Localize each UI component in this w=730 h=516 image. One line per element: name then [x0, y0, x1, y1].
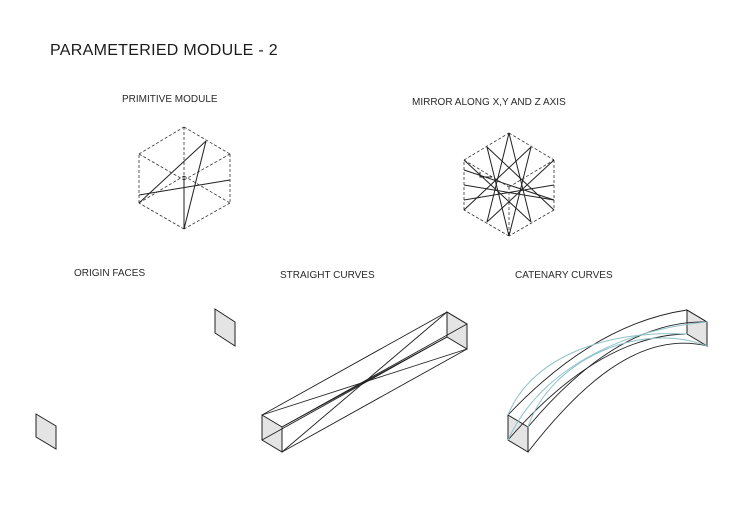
label-primitive-module: PRIMITIVE MODULE	[122, 94, 218, 105]
mirrored-module-cube	[463, 132, 555, 237]
mirrored-cube-diagonals	[463, 132, 555, 237]
label-mirror-axis: MIRROR ALONG X,Y AND Z AXIS	[412, 97, 566, 108]
straight-end-face-left	[261, 414, 283, 453]
origin-face-bottom	[35, 413, 57, 450]
primitive-cube-diagonals	[138, 140, 231, 230]
origin-face-top	[214, 308, 236, 347]
label-origin-faces: ORIGIN FACES	[74, 268, 146, 279]
straight-curves-beam	[261, 311, 468, 453]
catenary-arch-edges	[507, 309, 708, 453]
origin-faces	[35, 308, 236, 450]
page-title: PARAMETERIED MODULE - 2	[50, 42, 278, 59]
primitive-module-cube	[138, 126, 231, 230]
catenary-curves-arch	[507, 309, 708, 453]
label-straight-curves: STRAIGHT CURVES	[280, 270, 375, 281]
label-catenary-curves: CATENARY CURVES	[515, 270, 613, 281]
catenary-curves-teal	[507, 321, 708, 441]
straight-beam-edges	[261, 311, 468, 453]
